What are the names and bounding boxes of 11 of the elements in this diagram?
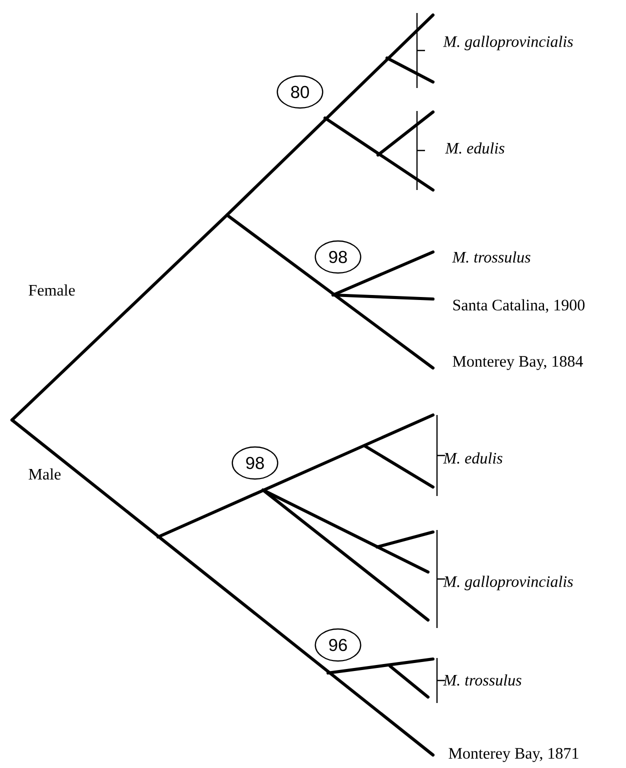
tip-label: Monterey Bay, 1871: [448, 748, 578, 762]
tip-label: M. trossulus: [452, 251, 530, 263]
tip-label: M. trossulus: [443, 674, 522, 686]
tip-label: M. edulis: [445, 142, 504, 154]
tip-label: Santa Catalina, 1900: [453, 299, 585, 313]
tip-label: Male: [28, 468, 61, 480]
tip-label: M. galloprovincialis: [443, 576, 573, 590]
tip-label: Monterey Bay, 1884: [452, 356, 583, 370]
tip-label: M. edulis: [443, 452, 502, 464]
tip-label: Female: [28, 284, 75, 296]
tip-label: M. galloprovincialis: [443, 36, 573, 50]
